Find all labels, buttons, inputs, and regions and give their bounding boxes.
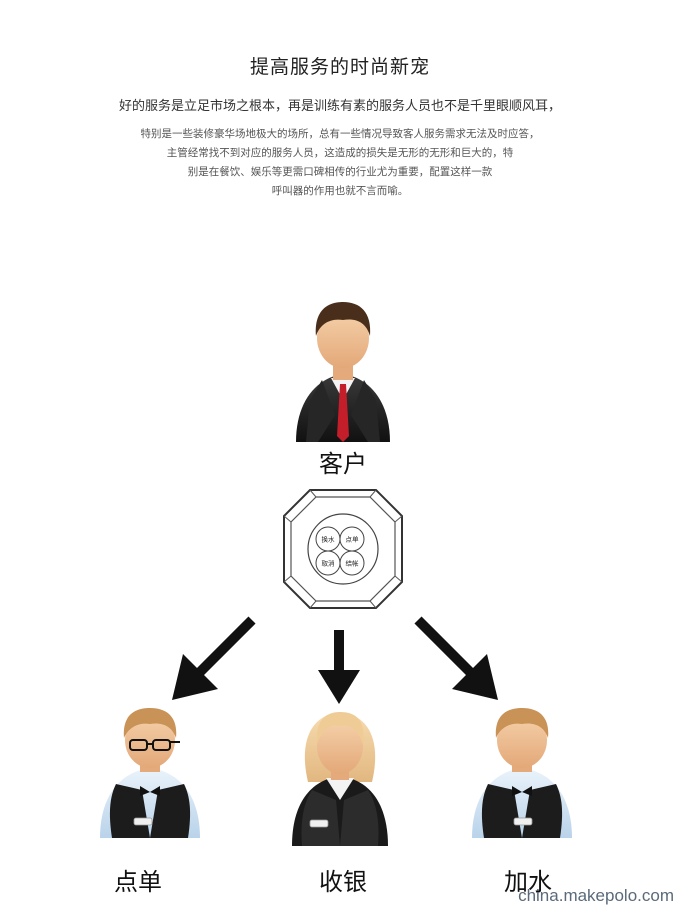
arrow-right-icon <box>414 616 498 700</box>
desc-line-4: 呼叫器的作用也就不言而喻。 <box>271 185 409 197</box>
arrow-down-icon <box>318 630 360 704</box>
device-button-change-water: 换水 <box>322 535 336 544</box>
device-button-order: 点单 <box>346 535 360 544</box>
waiter-avatar-icon <box>472 708 572 838</box>
desc-line-3: 别是在餐饮、娱乐等更需口碑相传的行业尤为重要，配置这样一款 <box>187 166 493 178</box>
desc-line-2: 主管经常找不到对应的服务人员，这造成的损失是无形的无形和巨大的，特 <box>166 147 514 159</box>
waiter-glasses-avatar-icon <box>100 708 200 838</box>
call-device-icon: 换水 点单 取消 结帐 <box>283 489 403 609</box>
lead-text: 好的服务是立足市场之根本，再是训练有素的服务人员也不是千里眼顺风耳， <box>118 99 561 114</box>
device-button-checkout: 结帐 <box>346 559 360 568</box>
cashier-avatar-icon <box>292 712 388 846</box>
page-title: 提高服务的时尚新宠 <box>249 56 430 78</box>
customer-avatar-icon <box>296 302 390 442</box>
target-label-order: 点单 <box>114 868 162 896</box>
watermark: china.makepolo.com <box>518 886 674 905</box>
desc-line-1: 特别是一些装修豪华场地极大的场所，总有一些情况导致客人服务需求无法及时应答， <box>140 128 540 140</box>
customer-label: 客户 <box>319 450 367 478</box>
target-label-add-water: 加水 <box>504 868 552 896</box>
target-label-cashier: 收银 <box>319 868 367 896</box>
arrow-left-icon <box>172 616 256 700</box>
device-button-cancel: 取消 <box>322 559 336 568</box>
